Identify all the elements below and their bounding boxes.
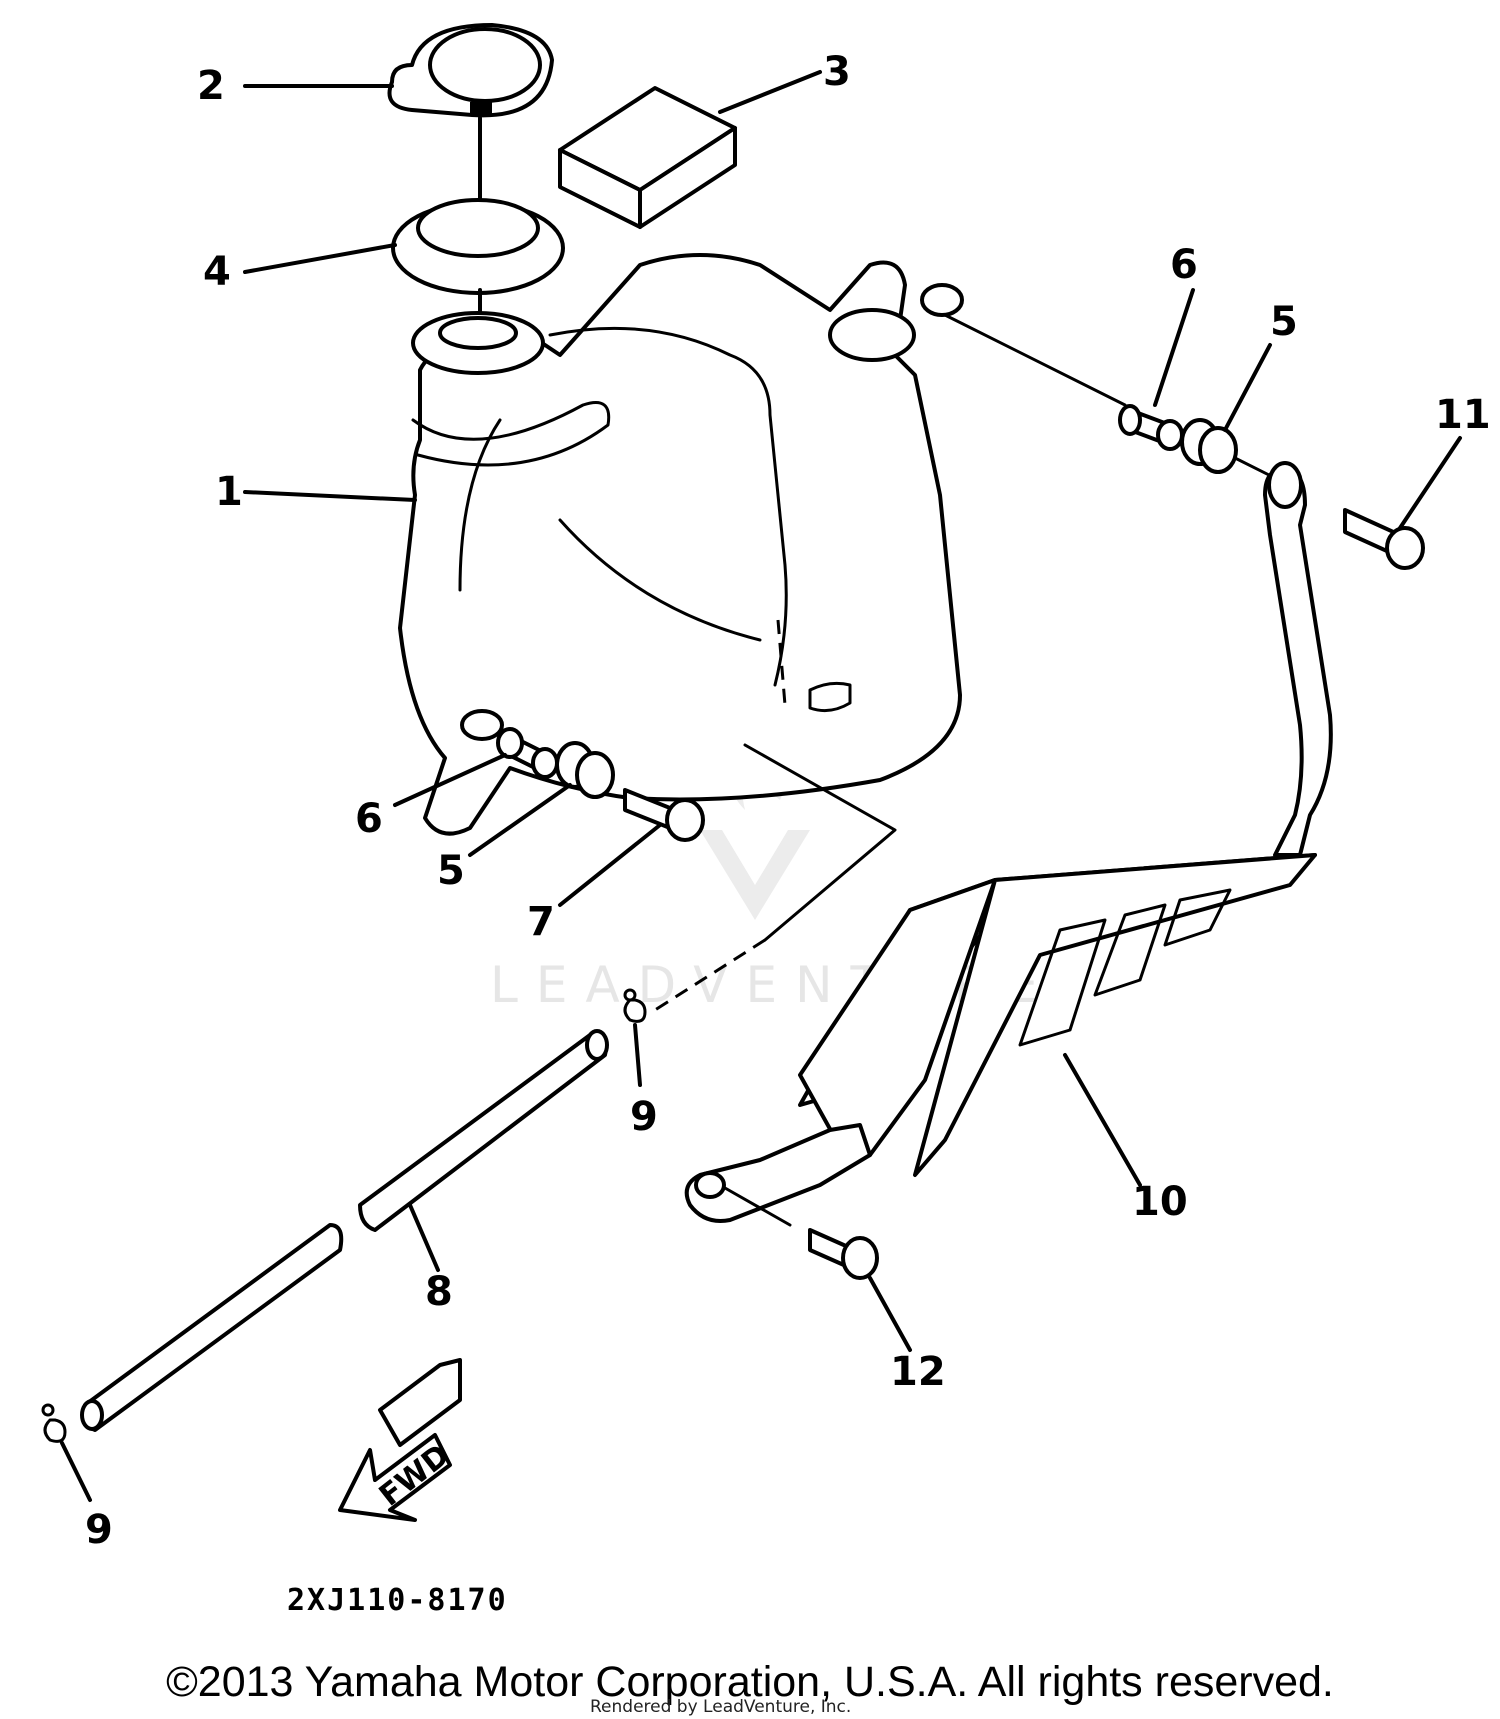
- callout-9-upper: 9: [630, 1094, 658, 1140]
- part-clip-upper: [623, 988, 647, 1023]
- part-grommet-left: [555, 741, 615, 799]
- leader-tank-right: [943, 313, 1127, 407]
- part-bracket: [684, 461, 1333, 1223]
- part-ring: [391, 198, 565, 332]
- part-spacer-left: [496, 727, 559, 779]
- part-bolt-7: [623, 788, 705, 842]
- rendered-by-note: Rendered by LeadVenture, Inc.: [590, 1697, 852, 1717]
- part-tank: [398, 253, 964, 836]
- callout-5-right: 5: [1270, 299, 1298, 345]
- callout-1: 1: [215, 469, 243, 515]
- connector-lines: [654, 743, 897, 1012]
- callout-5-left: 5: [437, 848, 465, 894]
- callout-2: 2: [197, 63, 225, 109]
- callout-3: 3: [823, 49, 851, 95]
- callout-11: 11: [1435, 392, 1491, 438]
- callout-leaders: [60, 70, 1462, 1502]
- part-clip-lower: [41, 1403, 67, 1443]
- part-cap: [387, 23, 554, 207]
- leader-bracket-bolt: [723, 1186, 792, 1227]
- callout-4: 4: [203, 249, 231, 295]
- part-grommet-right: [1180, 418, 1238, 474]
- copyright-notice: ©2013 Yamaha Motor Corporation, U.S.A. A…: [166, 1658, 1334, 1706]
- part-bolt-11: [1343, 508, 1425, 570]
- part-hose-upper: [358, 1029, 609, 1232]
- callout-7: 7: [527, 899, 555, 945]
- callout-8: 8: [425, 1269, 453, 1315]
- part-block: [558, 86, 737, 229]
- part-bolt-12: [808, 1228, 879, 1280]
- part-spacer-right: [1118, 404, 1184, 451]
- callout-10: 10: [1132, 1179, 1188, 1225]
- callout-6-left: 6: [355, 796, 383, 842]
- fwd-arrow-icon: FWD: [338, 1358, 462, 1522]
- part-hose-lower: [80, 1223, 344, 1432]
- callout-6-right: 6: [1170, 242, 1198, 288]
- callout-12: 12: [890, 1349, 946, 1395]
- part-code: 2XJ110-8170: [287, 1583, 508, 1618]
- callout-9-lower: 9: [85, 1507, 113, 1553]
